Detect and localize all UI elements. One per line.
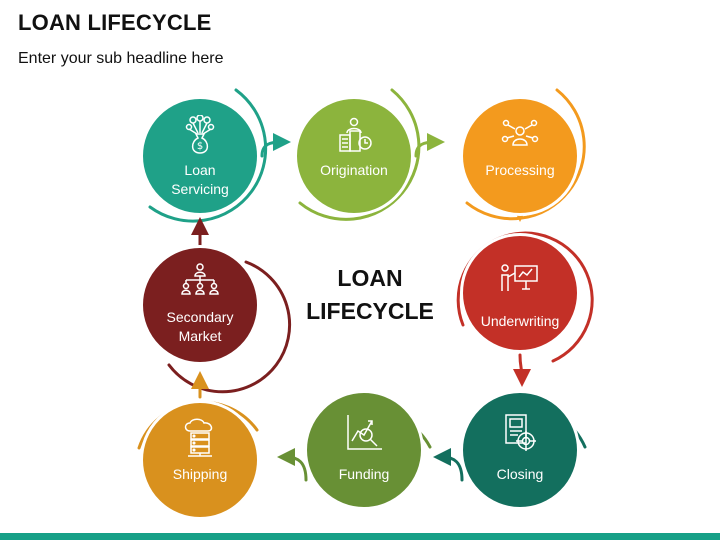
network-user-icon [500, 115, 540, 155]
step-processing: Processing [460, 96, 580, 216]
step-secondary-market: Secondary Market [140, 245, 260, 365]
step-loan-servicing: $ Loan Servicing [140, 96, 260, 216]
arrow-closing-to-funding [433, 448, 464, 482]
center-title-line1: LOAN [337, 265, 403, 291]
step-label: Secondary Market [166, 309, 234, 344]
step-label: Underwriting [480, 313, 560, 329]
ring-arc-origination [298, 88, 421, 221]
page-title: LOAN LIFECYCLE [18, 10, 212, 35]
center-title: LOAN LIFECYCLE [290, 262, 450, 328]
arrow-funding-to-shipping [277, 448, 308, 482]
step-label: Origination [320, 162, 388, 178]
step-label: Funding [338, 466, 390, 482]
document-target-icon [502, 413, 538, 453]
step-funding: Funding [304, 390, 424, 510]
ring-arc-processing [465, 88, 586, 221]
presentation-icon [499, 258, 541, 298]
arrow-underwriting-to-closing [512, 353, 531, 387]
hierarchy-icon [180, 260, 220, 300]
footer-bar [0, 533, 720, 540]
chart-magnifier-icon [344, 413, 384, 453]
building-clock-icon [334, 115, 374, 155]
svg-text:$: $ [197, 141, 203, 152]
money-tree-icon: $ [183, 115, 217, 155]
cloud-server-icon [180, 417, 220, 457]
step-label: Processing [485, 162, 555, 178]
arrow-servicing-to-origination [260, 133, 291, 158]
center-title-line2: LIFECYCLE [306, 298, 434, 324]
step-origination: Origination [294, 96, 414, 216]
step-closing: Closing [460, 390, 580, 510]
step-shipping: Shipping [140, 400, 260, 520]
step-label: Loan Servicing [171, 162, 229, 197]
arrow-origination-to-processing [414, 133, 445, 158]
step-label: Closing [496, 466, 544, 482]
step-label: Shipping [172, 466, 228, 482]
step-underwriting: Underwriting [460, 233, 580, 353]
page-subtitle: Enter your sub headline here [18, 50, 224, 67]
ring-arc-loan-servicing [148, 88, 268, 223]
connectors [191, 133, 531, 482]
